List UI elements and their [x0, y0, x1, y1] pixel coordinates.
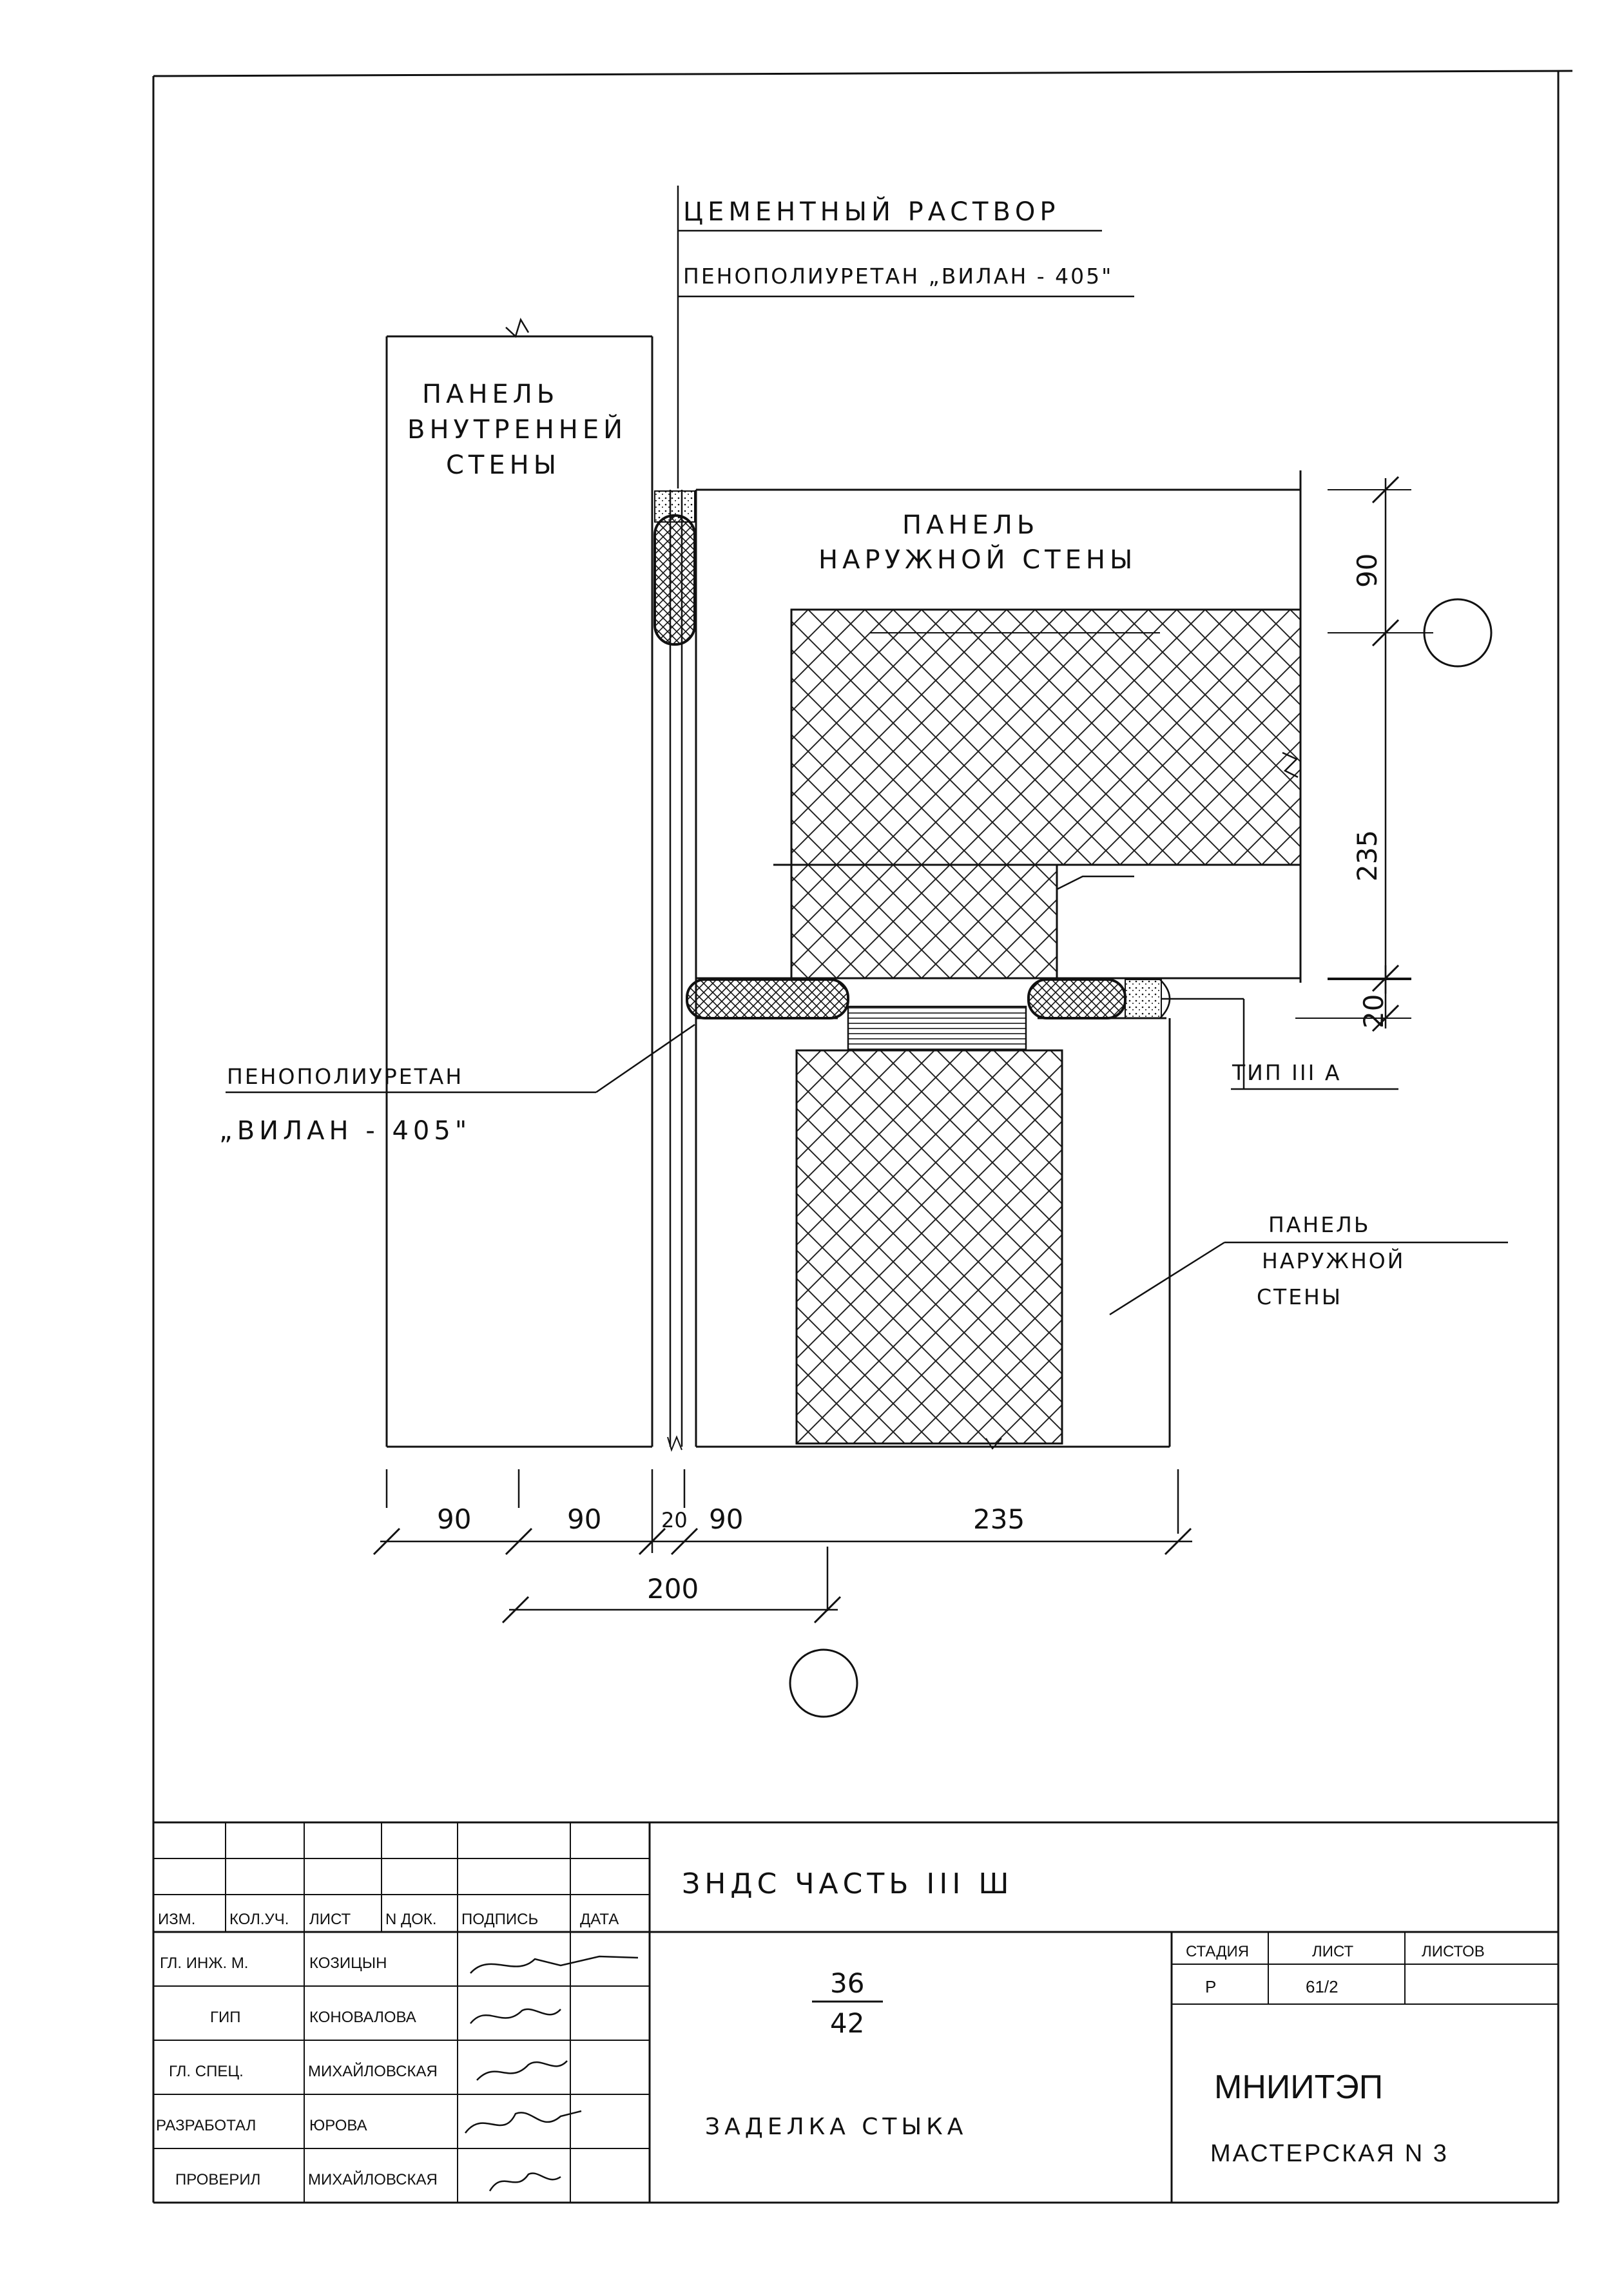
- name-1: КОЗИЦЫН: [309, 1955, 387, 1972]
- right-horizontal-foam-seal: [1027, 978, 1126, 1019]
- top-leaders: ЦЕМЕНТНЫЙ РАСТВОР ПЕНОПОЛИУРЕТАН „ВИЛАН …: [677, 186, 1134, 488]
- stage-label: СТАДИЯ: [1186, 1943, 1249, 1960]
- inner-panel-label-line1: ПАНЕЛЬ: [422, 380, 559, 409]
- fraction-top: 36: [830, 1967, 864, 1999]
- upper-outer-wall-panel: ПАНЕЛЬ НАРУЖНОЙ СТЕНЫ: [696, 470, 1302, 983]
- stage-value: Р: [1205, 1977, 1216, 1996]
- lower-outer-wall-panel: [695, 1018, 1171, 1450]
- header-list: ЛИСТ: [309, 1911, 351, 1928]
- signatures: [464, 1955, 639, 2192]
- fraction-bottom: 42: [830, 2007, 864, 2039]
- dimension-total: 200: [647, 1573, 699, 1605]
- foam-top-label: ПЕНОПОЛИУРЕТАН „ВИЛАН - 405": [683, 264, 1113, 289]
- header-podpis: ПОДПИСЬ: [461, 1911, 538, 1928]
- role-2: ГИП: [210, 2009, 241, 2026]
- dimension-bottom-3: 20: [661, 1508, 688, 1532]
- outer-panel-bottom-label-line2: НАРУЖНОЙ: [1262, 1248, 1405, 1273]
- role-5: ПРОВЕРИЛ: [175, 2171, 260, 2188]
- type-label: ТИП III А: [1232, 1060, 1341, 1085]
- org-name: МНИИТЭП: [1214, 2069, 1383, 2106]
- role-4: РАЗРАБОТАЛ: [156, 2117, 256, 2134]
- header-data: ДАТА: [580, 1911, 619, 1928]
- name-2: КОНОВАЛОВА: [309, 2009, 416, 2026]
- name-3: МИХАЙЛОВСКАЯ: [308, 2062, 438, 2080]
- leader-lines: ПЕНОПОЛИУРЕТАН „ВИЛАН - 405" ТИП III А П…: [219, 998, 1508, 1316]
- outer-panel-bottom-label-line1: ПАНЕЛЬ: [1268, 1212, 1371, 1237]
- dimension-20-vertical: 20: [1358, 994, 1389, 1028]
- name-4: ЮРОВА: [309, 2117, 367, 2134]
- outer-panel-bottom-label-line3: СТЕНЫ: [1257, 1284, 1342, 1309]
- workshop-name: МАСТЕРСКАЯ N 3: [1210, 2140, 1449, 2167]
- dimension-bottom-1: 90: [437, 1503, 471, 1535]
- lower-insulation: [795, 1049, 1063, 1445]
- dimension-235-vertical: 235: [1351, 830, 1383, 882]
- horizontal-joint: [686, 978, 1171, 1052]
- mortar-plug: [1125, 979, 1162, 1019]
- inner-wall-panel: ПАНЕЛЬ ВНУТРЕННЕЙ СТЕНЫ: [385, 317, 653, 1448]
- project-title: ЗНДС ЧАСТЬ III Ш: [682, 1868, 1013, 1900]
- title-block: ИЗМ. КОЛ.УЧ. ЛИСТ N ДОК. ПОДПИСЬ ДАТА ГЛ…: [153, 1821, 1558, 2203]
- dimension-bottom-4: 90: [709, 1503, 743, 1535]
- section-marker-circle-top: [1423, 598, 1493, 668]
- role-3: ГЛ. СПЕЦ.: [169, 2063, 244, 2080]
- dimension-90-vertical: 90: [1351, 554, 1383, 588]
- vertical-joint: [653, 490, 697, 1453]
- inner-panel-label-line2: ВНУТРЕННЕЙ: [407, 414, 627, 445]
- left-horizontal-foam-seal: [686, 978, 849, 1019]
- sheet-label: ЛИСТ: [1312, 1943, 1354, 1960]
- foam-left-label-line1: ПЕНОПОЛИУРЕТАН: [227, 1064, 463, 1089]
- dimension-bottom-5: 235: [973, 1503, 1025, 1535]
- header-izm: ИЗМ.: [158, 1911, 195, 1928]
- sheet-frame: [152, 70, 1573, 2204]
- sheet-title: ЗАДЕЛКА СТЫКА: [705, 2114, 967, 2140]
- bottom-dimension-chain: 90 90 20 90 235 200: [372, 1469, 1192, 1624]
- right-dimension-chain: 90 235 20: [870, 476, 1433, 1032]
- inner-panel-label-line3: СТЕНЫ: [446, 450, 561, 480]
- cement-mortar-label: ЦЕМЕНТНЫЙ РАСТВОР: [683, 196, 1060, 227]
- sheet-value: 61/2: [1306, 1977, 1339, 1996]
- upper-insulation: [790, 608, 1302, 866]
- dimension-bottom-2: 90: [567, 1503, 601, 1535]
- vertical-foam-seal: [653, 514, 696, 646]
- upper-insulation-lower: [790, 864, 1058, 980]
- header-kol-uch: КОЛ.УЧ.: [229, 1911, 289, 1928]
- name-5: МИХАЙЛОВСКАЯ: [308, 2170, 438, 2188]
- foam-left-label-line2: „ВИЛАН - 405": [219, 1116, 471, 1146]
- header-n-dok: N ДОК.: [385, 1911, 437, 1928]
- compressed-gasket: [847, 1005, 1027, 1052]
- outer-panel-top-label-line2: НАРУЖНОЙ СТЕНЫ: [818, 544, 1137, 575]
- section-marker-circle-bottom: [789, 1648, 858, 1718]
- role-1: ГЛ. ИНЖ. М.: [160, 1955, 248, 1972]
- sheets-label: ЛИСТОВ: [1422, 1943, 1485, 1960]
- outer-panel-top-label-line1: ПАНЕЛЬ: [902, 510, 1039, 540]
